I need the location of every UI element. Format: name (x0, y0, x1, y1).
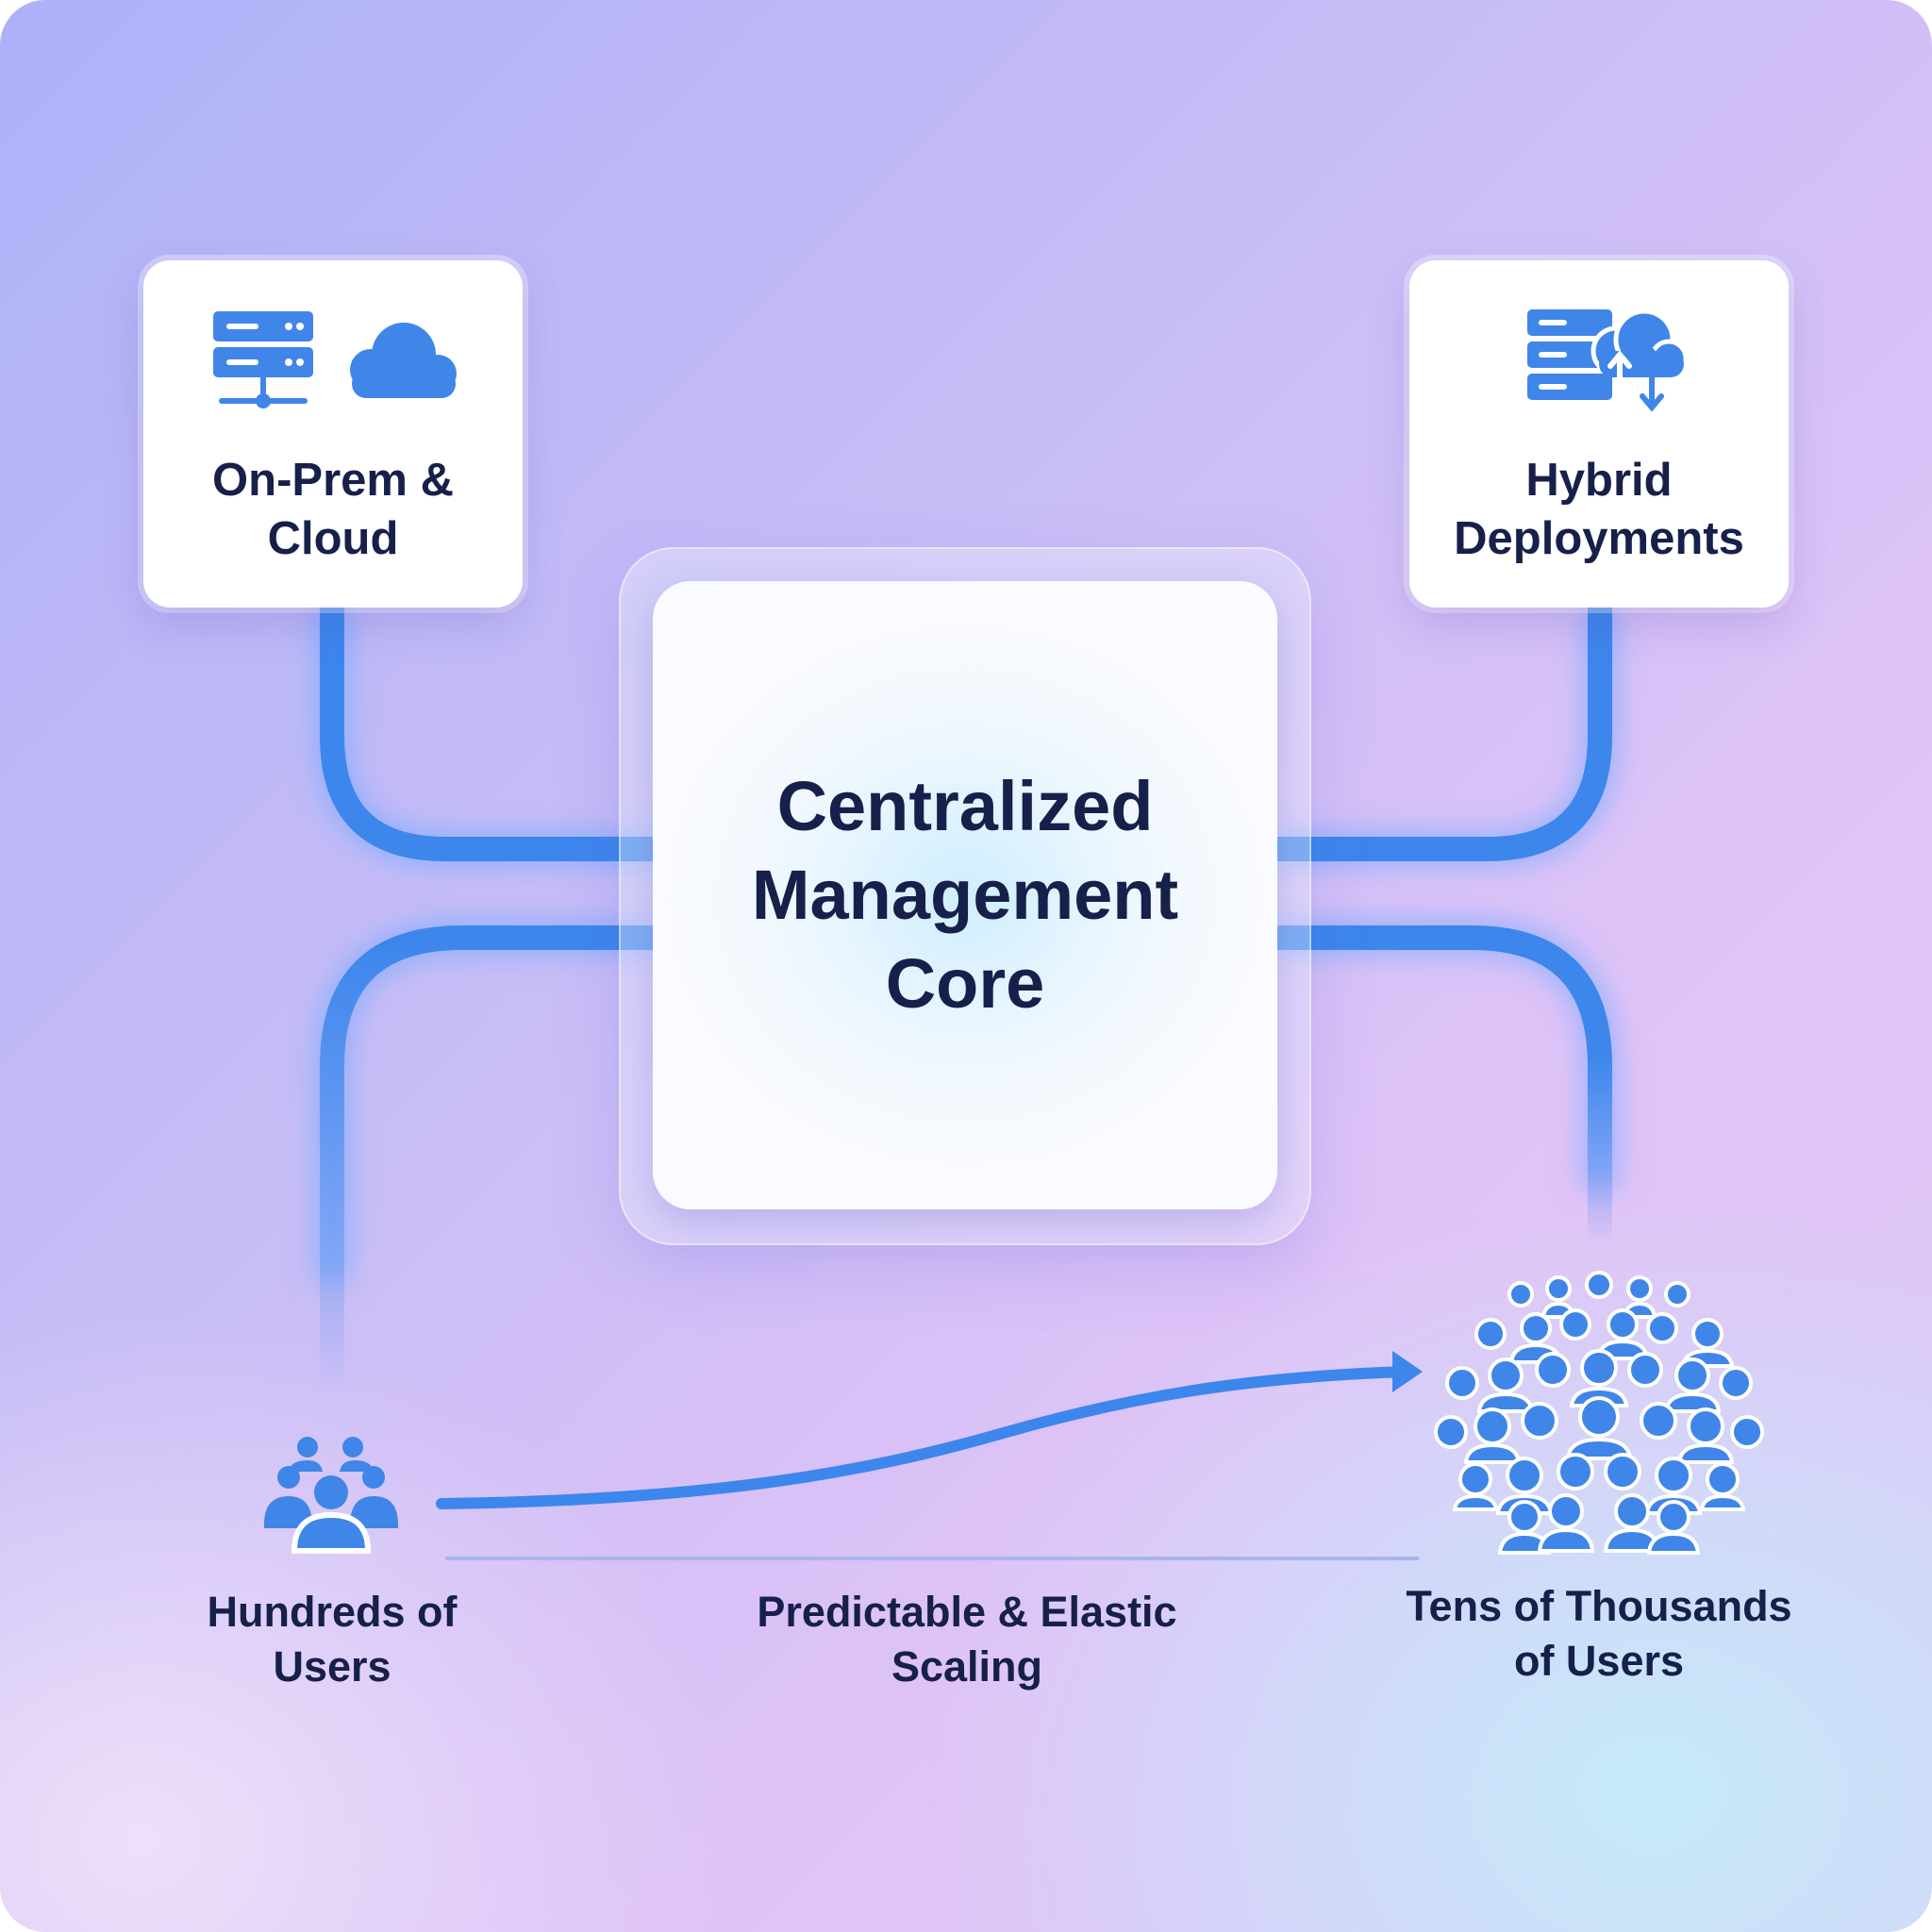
wire-hybrid-to-core (1274, 604, 1612, 861)
wire-onprem-to-core (320, 604, 660, 861)
crowd-row-2 (1474, 1308, 1735, 1368)
scaling-arrowhead (1392, 1351, 1423, 1392)
cloud-icon (350, 323, 457, 398)
hybrid-deployments-label: Hybrid Deployments (1454, 455, 1744, 564)
onprem-cloud-label: On-Prem & Cloud (212, 455, 454, 564)
onprem-cloud-icon-group (213, 311, 457, 408)
user-crowd-large-icon (1434, 1271, 1764, 1555)
crowd-row-1 (1507, 1271, 1690, 1319)
wire-core-to-tens (1274, 925, 1612, 1245)
crowd-row-6 (1497, 1493, 1701, 1555)
crowd-row-3 (1445, 1349, 1753, 1413)
wire-core-to-hundreds (320, 925, 660, 1396)
user-group-small-icon (264, 1437, 398, 1554)
scaling-curve (436, 1366, 1409, 1509)
hundreds-of-users-label: Hundreds of Users (207, 1588, 458, 1690)
server-rack-icon (213, 311, 313, 408)
crowd-row-4 (1434, 1396, 1764, 1464)
server-cloud-sync-icon (1527, 308, 1684, 412)
tens-of-thousands-of-users-label: Tens of Thousands of Users (1406, 1582, 1792, 1685)
core-title: Centralized Management Core (751, 767, 1179, 1023)
node-card-hybrid-deployments: Hybrid Deployments (1409, 260, 1789, 608)
central-core-card: Centralized Management Core (653, 581, 1277, 1209)
predictable-elastic-scaling-label: Predictable & Elastic Scaling (757, 1588, 1177, 1690)
node-card-onprem-cloud: On-Prem & Cloud (143, 260, 523, 608)
